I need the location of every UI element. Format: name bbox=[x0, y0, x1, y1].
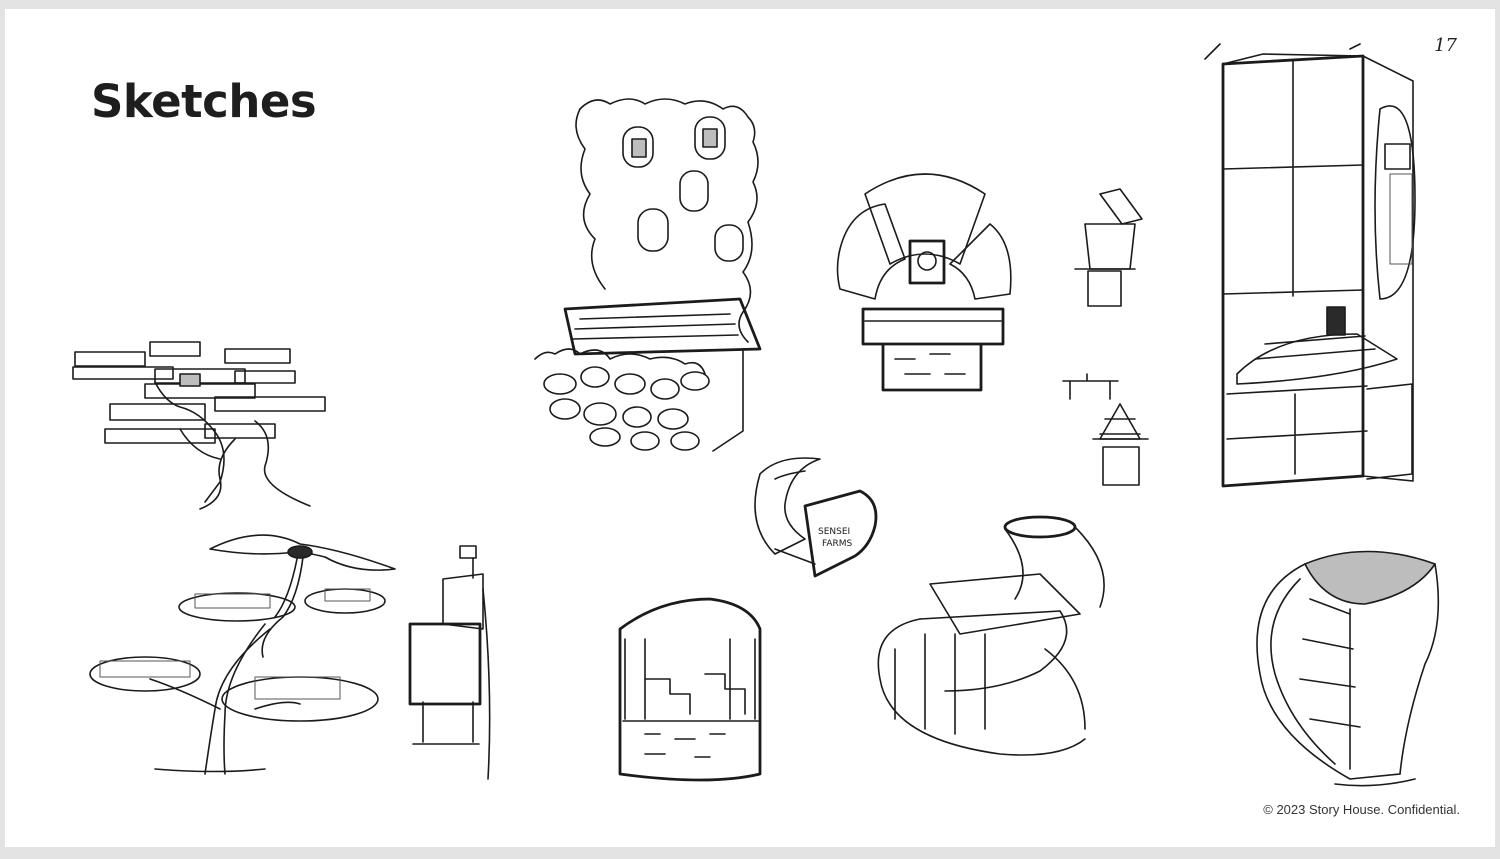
kiosk-sign-line1: SENSEI bbox=[818, 527, 850, 537]
sketch-narrow-stand bbox=[408, 545, 491, 780]
slide: Sketches 17 bbox=[5, 9, 1495, 847]
sketch-fan-kiosk bbox=[836, 173, 1012, 392]
sketch-stone-wall-planter bbox=[534, 98, 762, 452]
slide-title: Sketches bbox=[91, 75, 317, 128]
sketch-half-moon-display bbox=[1256, 550, 1440, 787]
sketch-boxy-kiosk bbox=[618, 597, 762, 782]
footer-copyright: © 2023 Story House. Confidential. bbox=[1263, 802, 1460, 817]
sketch-glass-display-case bbox=[1204, 43, 1416, 488]
sketch-tree-display bbox=[89, 534, 396, 775]
sketch-lantern-stack bbox=[1062, 188, 1149, 486]
sketch-s-curve-display bbox=[877, 515, 1105, 756]
sketch-sensei-farms-kiosk: SENSEI FARMS bbox=[754, 457, 878, 578]
sketch-illustrations: SENSEI FARMS bbox=[72, 43, 1440, 787]
page-number: 17 bbox=[1434, 35, 1457, 56]
kiosk-sign-line2: FARMS bbox=[822, 539, 853, 549]
sketch-bonsai-cloud-stand bbox=[72, 341, 326, 510]
